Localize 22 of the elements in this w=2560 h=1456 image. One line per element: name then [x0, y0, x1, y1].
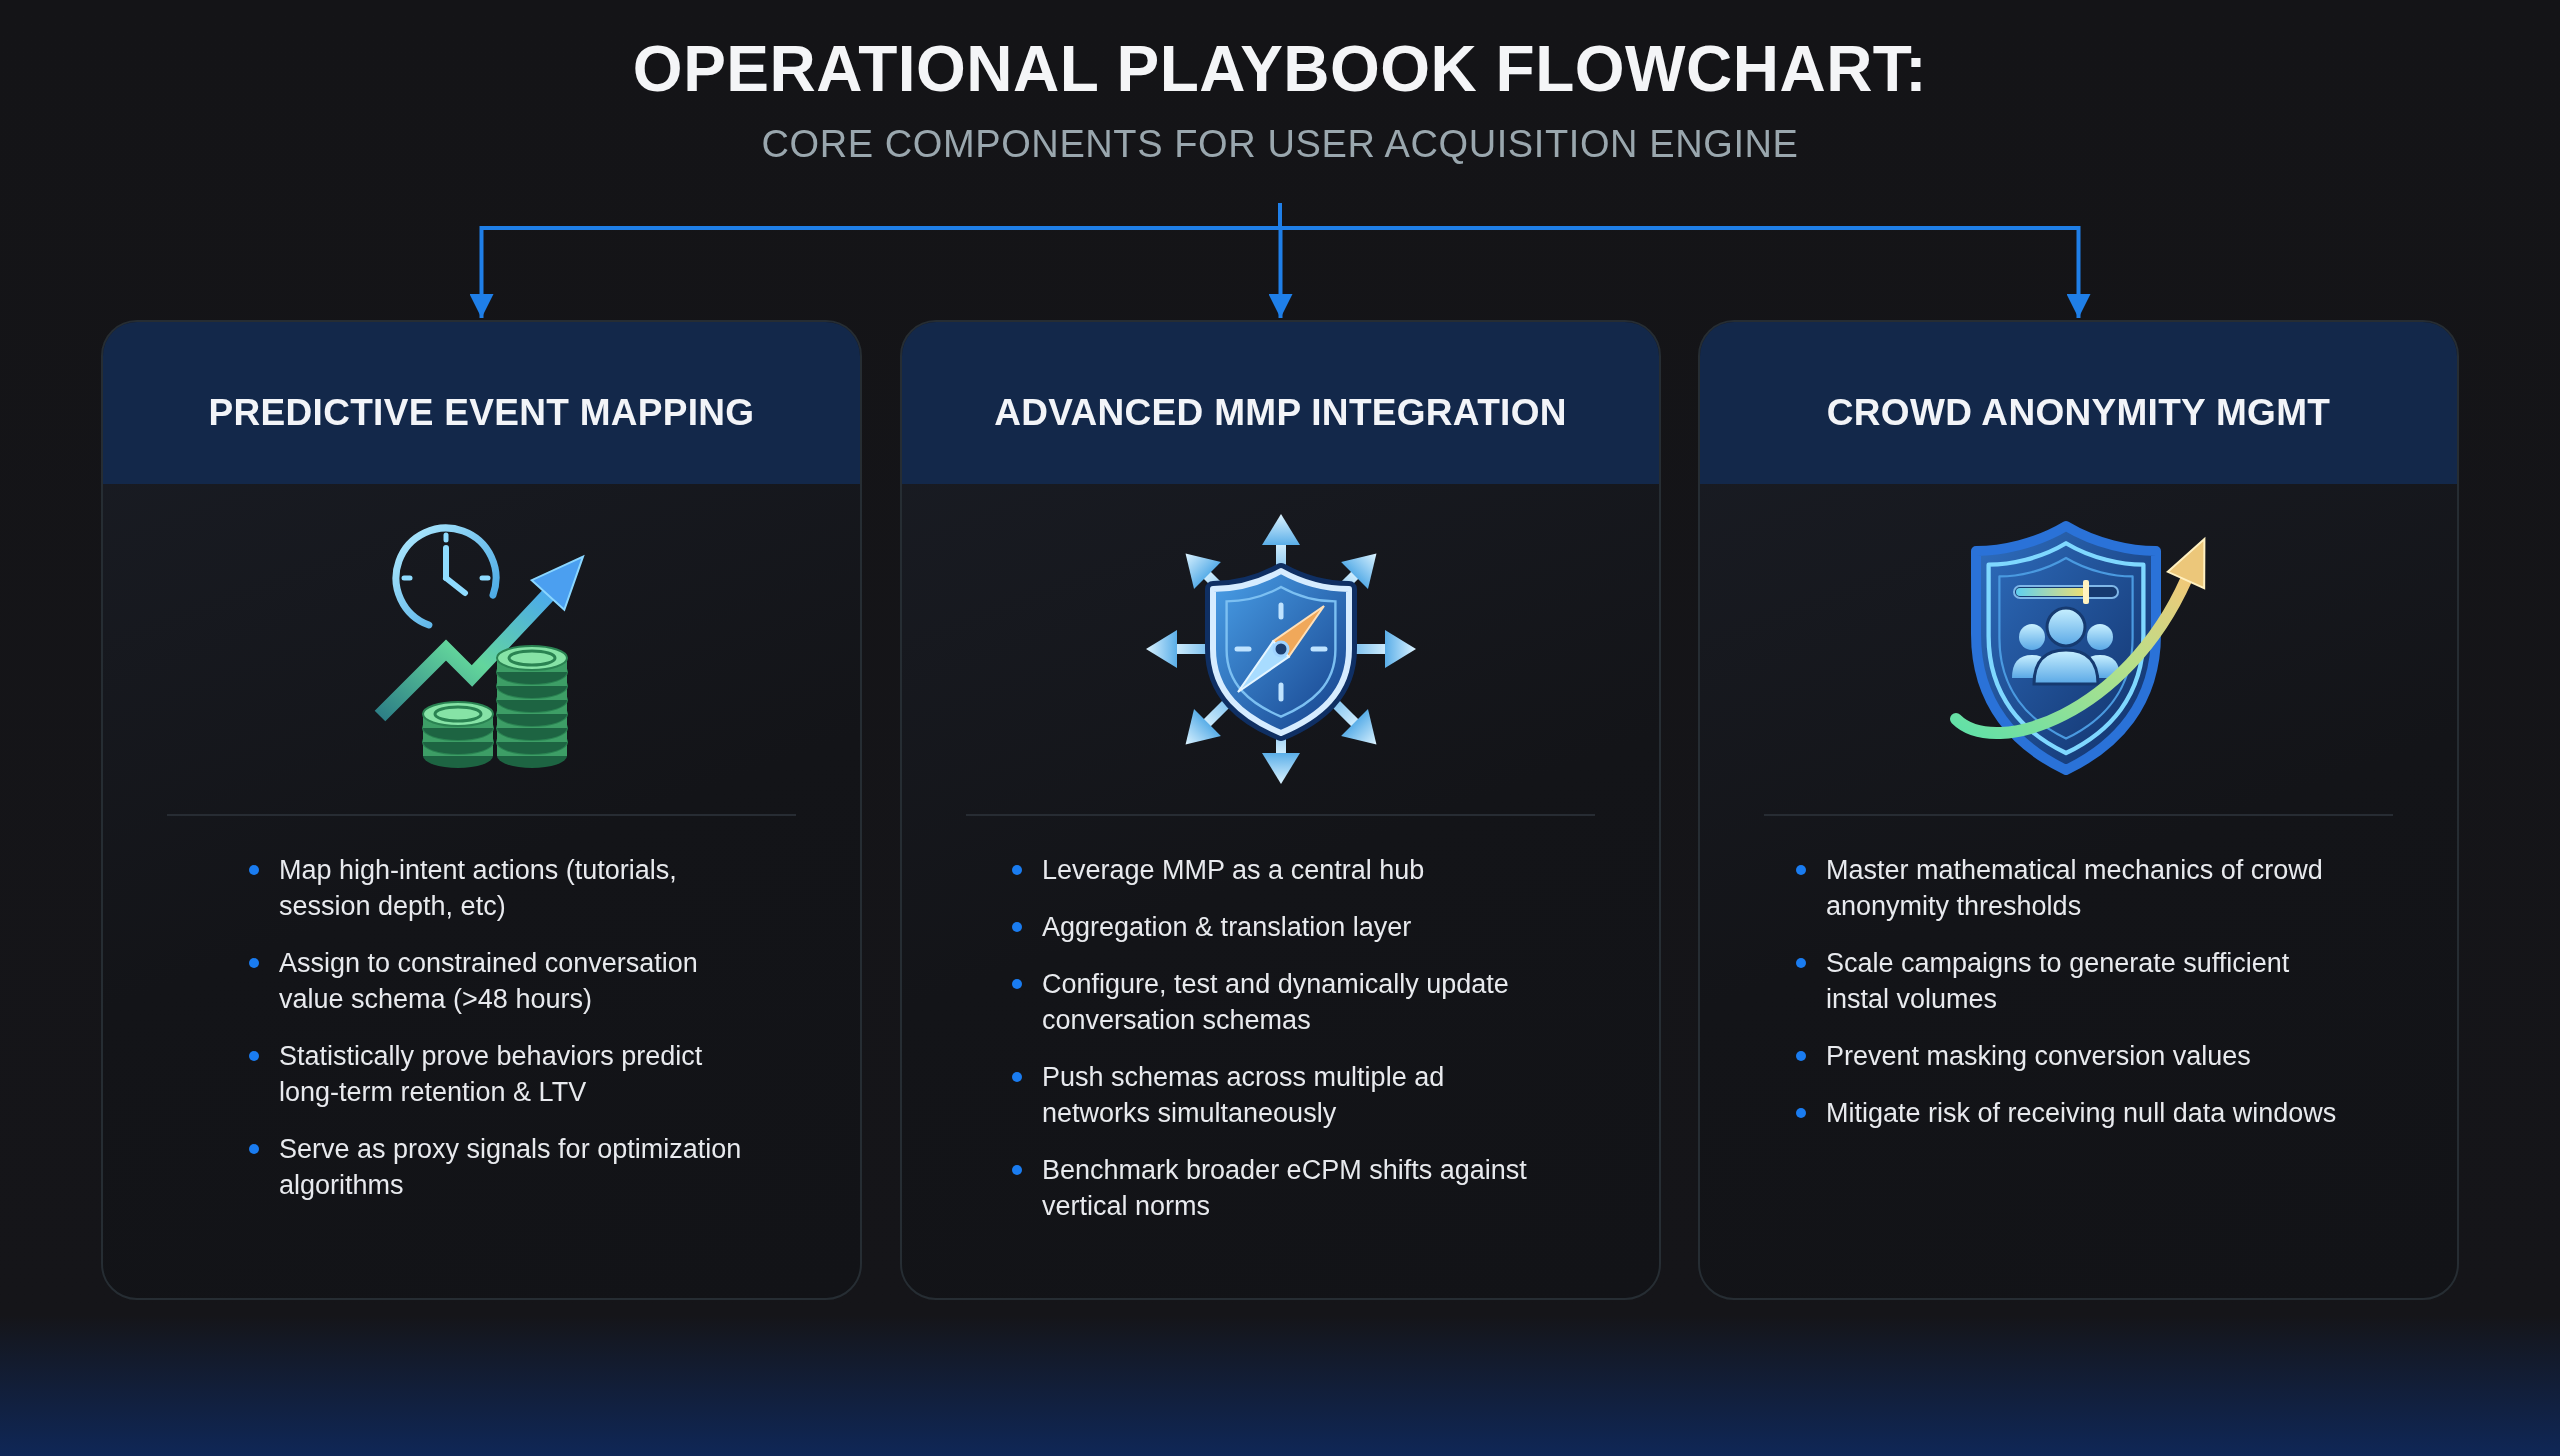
card-title: PREDICTIVE EVENT MAPPING [208, 391, 755, 435]
card-panel [900, 320, 1661, 1300]
bullet-text: Prevent masking conversion values [1826, 1040, 2251, 1073]
title-text: OPERATIONAL PLAYBOOK FLOWCHART: [632, 33, 1928, 105]
bullet-text: Serve as proxy signals for optimization algorithms [279, 1133, 743, 1202]
card-title: ADVANCED MMP INTEGRATION [994, 391, 1567, 435]
bullet-text: Statistically prove behaviors predict long-term retention & LTV [279, 1040, 704, 1109]
card-panel [101, 320, 862, 1300]
card-title: CROWD ANONYMITY MGMT [1826, 391, 2331, 435]
bullet-text: Configure, test and dynamically update conversation schemas [1042, 968, 1510, 1037]
bullet-text: Push schemas across multiple ad networks simultaneously [1042, 1061, 1446, 1130]
bullet-text: Mitigate risk of receiving null data windows [1826, 1097, 2337, 1130]
card-panel [1698, 320, 2459, 1300]
bullet-text: Master mathematical mechanics of crowd anonymity thresholds [1826, 854, 2324, 923]
bullet-text: Scale campaigns to generate sufficient instal volumes [1826, 947, 2291, 1016]
bullet-text: Map high-intent actions (tutorials, session depth, etc) [279, 854, 678, 923]
bullet-text: Assign to constrained conversation value schema (>48 hours) [279, 947, 699, 1016]
connector-arrow [469, 226, 1282, 318]
bullet-text: Aggregation & translation layer [1042, 911, 1412, 944]
subtitle-text: CORE COMPONENTS FOR USER ACQUISITION ENGINE [761, 122, 1799, 167]
bullet-text: Leverage MMP as a central hub [1042, 854, 1425, 887]
bullet-text: Benchmark broader eCPM shifts against vertical norms [1042, 1154, 1528, 1223]
